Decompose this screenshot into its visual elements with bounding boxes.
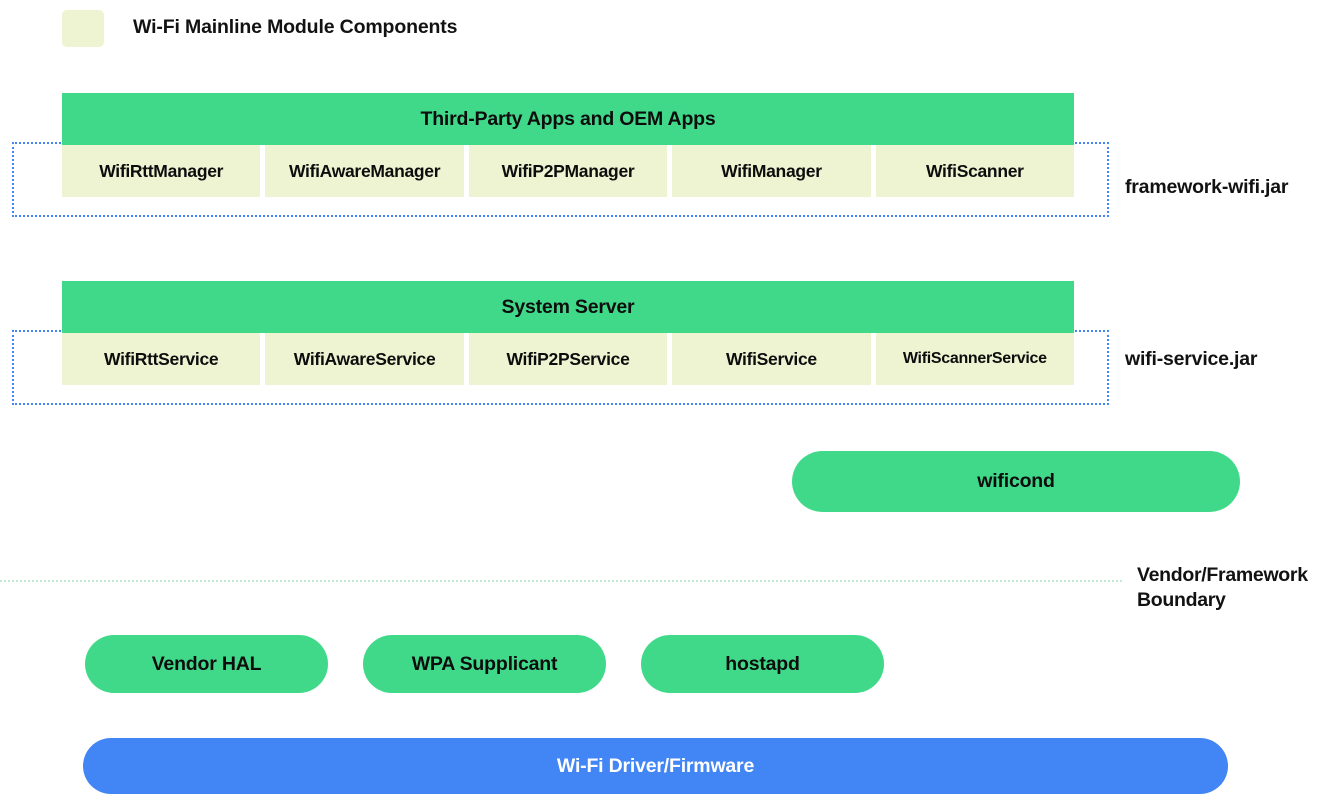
tile-wifi-service[interactable]: WifiService — [672, 333, 871, 385]
hostapd-block[interactable]: hostapd — [641, 635, 884, 693]
vendor-framework-boundary-label: Vendor/Framework Boundary — [1137, 563, 1327, 613]
tile-wifi-rtt-manager[interactable]: WifiRttManager — [62, 145, 261, 197]
third-party-apps-header: Third-Party Apps and OEM Apps — [62, 93, 1074, 145]
legend-color-swatch — [62, 10, 104, 47]
vendor-hal-block[interactable]: Vendor HAL — [85, 635, 328, 693]
legend-label: Wi-Fi Mainline Module Components — [133, 16, 458, 38]
tile-wifi-p2p-manager[interactable]: WifiP2PManager — [468, 145, 668, 197]
vendor-framework-boundary-line — [0, 580, 1122, 582]
tile-wifi-scanner-service[interactable]: WifiScannerService — [875, 333, 1075, 385]
tile-wifi-rtt-service[interactable]: WifiRttService — [62, 333, 261, 385]
tile-wifi-aware-manager[interactable]: WifiAwareManager — [265, 145, 464, 197]
wifi-service-jar-label: wifi-service.jar — [1125, 348, 1258, 370]
system-server-header: System Server — [62, 281, 1074, 333]
apps-layer: Third-Party Apps and OEM Apps WifiRttMan… — [62, 93, 1075, 197]
framework-wifi-jar-label: framework-wifi.jar — [1125, 176, 1289, 198]
boundary-label-line-2: Boundary — [1137, 589, 1226, 611]
tile-wifi-p2p-service[interactable]: WifiP2PService — [468, 333, 668, 385]
system-server-layer: System Server WifiRttService WifiAwareSe… — [62, 281, 1075, 385]
system-server-service-tiles: WifiRttService WifiAwareService WifiP2PS… — [62, 333, 1075, 385]
wpa-supplicant-block[interactable]: WPA Supplicant — [363, 635, 606, 693]
framework-manager-tiles: WifiRttManager WifiAwareManager WifiP2PM… — [62, 145, 1075, 197]
tile-wifi-aware-service[interactable]: WifiAwareService — [265, 333, 464, 385]
wificond-block[interactable]: wificond — [792, 451, 1240, 512]
wifi-driver-firmware-block[interactable]: Wi-Fi Driver/Firmware — [83, 738, 1228, 794]
tile-wifi-manager[interactable]: WifiManager — [672, 145, 871, 197]
tile-wifi-scanner[interactable]: WifiScanner — [875, 145, 1075, 197]
boundary-label-line-1: Vendor/Framework — [1137, 564, 1308, 586]
